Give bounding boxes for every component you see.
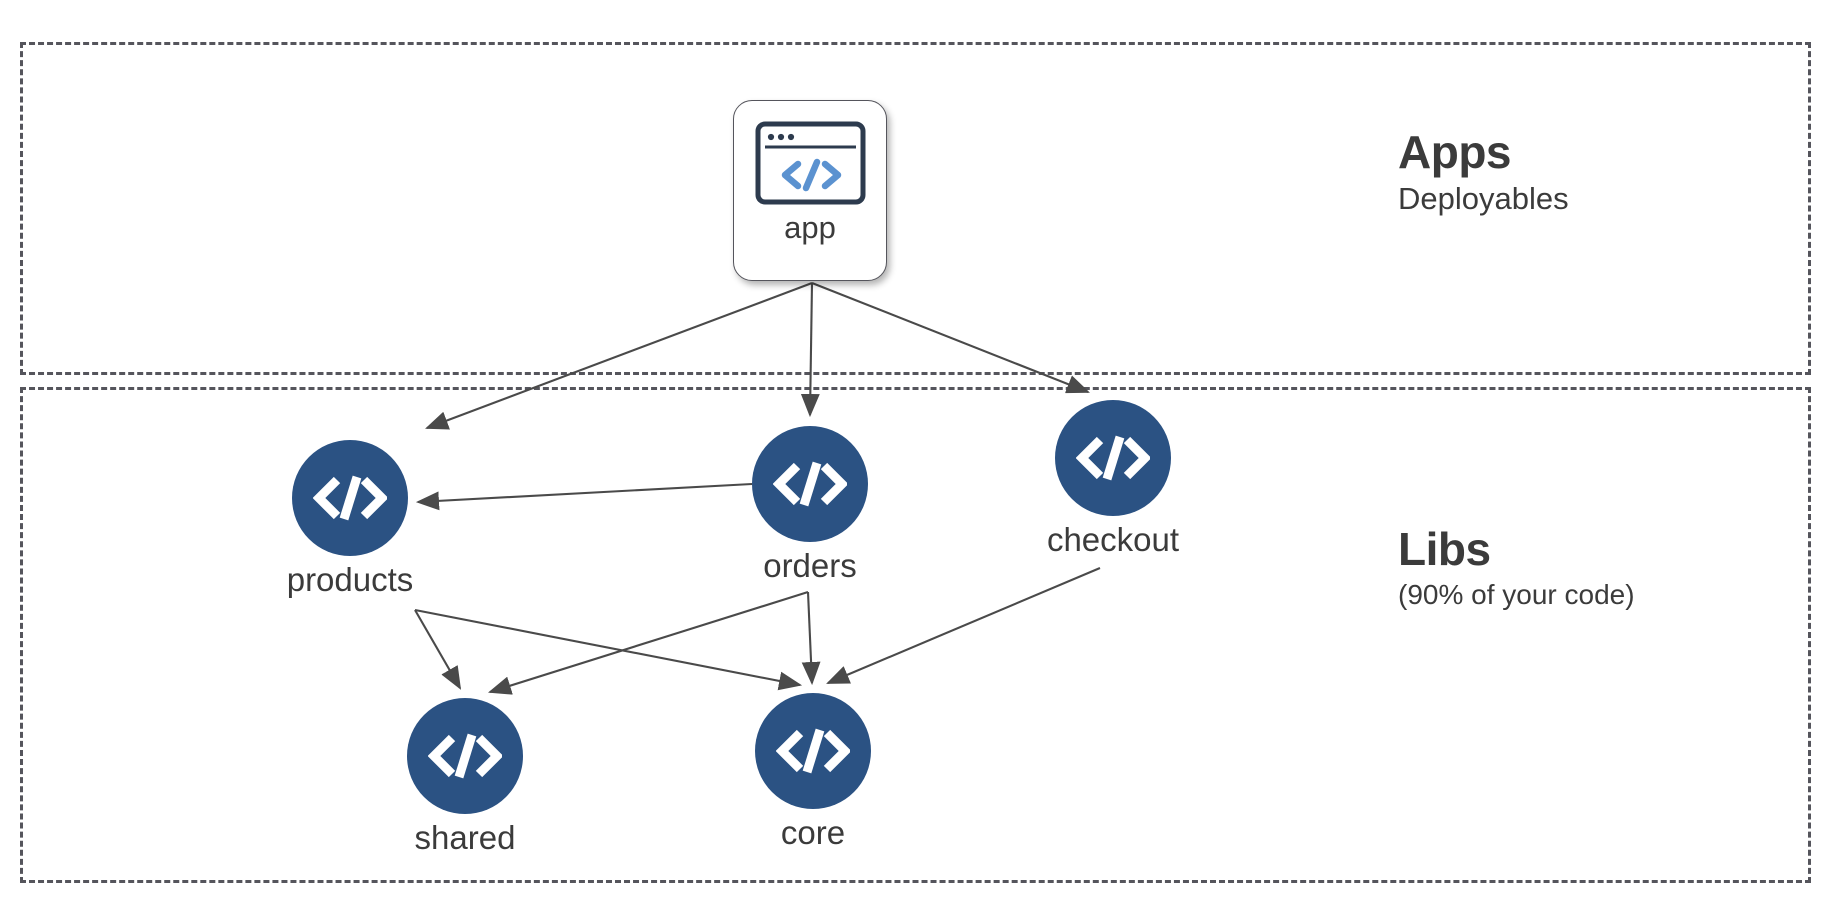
node-orders[interactable]: orders [752, 426, 868, 582]
zone-libs-caption: Libs (90% of your code) [1398, 525, 1635, 612]
node-checkout-circle [1055, 400, 1171, 516]
node-checkout[interactable]: checkout [1047, 400, 1179, 556]
zone-libs-subtitle: (90% of your code) [1398, 579, 1635, 611]
node-app-label: app [784, 210, 836, 245]
node-shared[interactable]: shared [407, 698, 523, 854]
node-products-circle [292, 440, 408, 556]
node-core-circle [755, 693, 871, 809]
node-shared-circle [407, 698, 523, 814]
code-brackets-icon [1076, 435, 1150, 481]
node-shared-label: shared [414, 819, 516, 856]
node-orders-label: orders [763, 547, 857, 584]
node-core[interactable]: core [755, 693, 871, 849]
zone-libs-title: Libs [1398, 523, 1491, 575]
node-checkout-label: checkout [1046, 521, 1180, 558]
code-brackets-icon [773, 461, 847, 507]
code-brackets-icon [313, 475, 387, 521]
zone-apps-caption: Apps Deployables [1398, 128, 1569, 219]
browser-code-icon [755, 121, 865, 205]
node-orders-circle [752, 426, 868, 542]
node-core-label: core [780, 814, 846, 851]
code-brackets-icon [428, 733, 502, 779]
node-products-label: products [286, 561, 414, 598]
node-app[interactable]: app [733, 100, 887, 281]
code-brackets-icon [776, 728, 850, 774]
zone-apps-subtitle: Deployables [1398, 181, 1569, 217]
node-products[interactable]: products [287, 440, 413, 596]
zone-apps-title: Apps [1398, 126, 1511, 178]
zone-libs [20, 387, 1811, 883]
